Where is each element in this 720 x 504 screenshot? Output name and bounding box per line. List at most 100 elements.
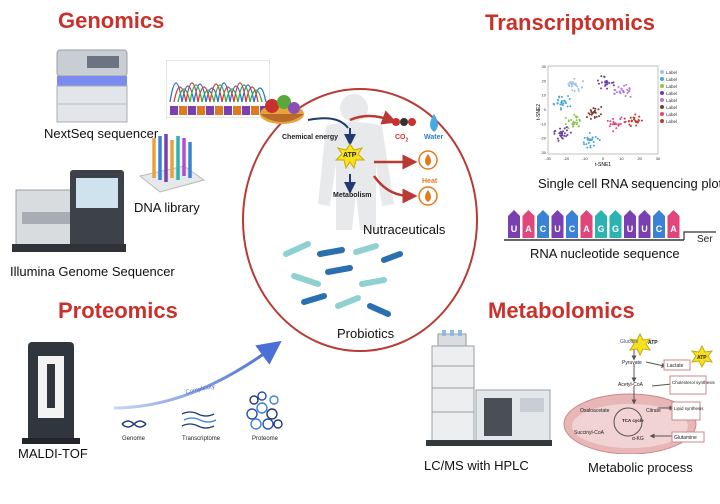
scatter-point	[574, 121, 577, 124]
atp-label: ATP	[697, 355, 707, 361]
scatter-point	[624, 95, 627, 98]
heat-label: Heat	[422, 178, 438, 185]
x-tick-label: -20	[563, 156, 570, 161]
scatter-point	[591, 112, 594, 115]
y-tick-label: -20	[540, 136, 547, 141]
scatter-point	[596, 137, 599, 140]
scatter-point	[570, 83, 573, 86]
scatter-point	[570, 85, 573, 88]
rna-letter: G	[597, 224, 604, 234]
scatter-point	[589, 144, 592, 147]
scatter-point	[564, 101, 567, 104]
water-label: Water	[424, 134, 444, 141]
rna-nucleotide	[624, 210, 636, 238]
heading-transcriptomics: Transcriptomics	[485, 10, 655, 35]
scatter-point	[574, 82, 577, 85]
scatter-point	[628, 87, 631, 90]
scatter-point	[560, 95, 563, 98]
scatter-point	[623, 84, 626, 87]
nextseq-label: NextSeq sequencer	[44, 126, 159, 141]
scatter-point	[565, 129, 568, 132]
legend-marker	[660, 119, 664, 123]
legend-marker	[660, 70, 664, 74]
scatter-point	[552, 102, 555, 105]
scatter-point	[587, 141, 590, 144]
cholesterol-label: Cholesterol synthesis	[672, 380, 716, 385]
scatter-point	[613, 92, 616, 95]
scatter-point	[612, 84, 615, 87]
heading-genomics: Genomics	[58, 8, 165, 33]
scatter-point	[573, 113, 576, 116]
scatter-point	[589, 117, 592, 120]
scatter-point	[572, 125, 575, 128]
scatter-point	[569, 105, 572, 108]
transcriptome-label: Transcriptome	[182, 436, 221, 442]
glucose-label: Glucose	[620, 339, 639, 345]
scatter-point	[559, 135, 562, 138]
chromatogram-icon	[166, 60, 270, 118]
scatter-point	[600, 106, 603, 109]
scatter-point	[577, 125, 580, 128]
atp-label: ATP	[343, 152, 357, 159]
genome-label: Genome	[122, 436, 146, 442]
scatter-point	[562, 102, 565, 105]
scatter-point	[565, 126, 568, 129]
rna-nucleotide	[638, 210, 651, 238]
lipid-label: Lipid synthesis	[674, 406, 704, 411]
scatter-point	[563, 132, 566, 135]
x-tick-label: 20	[637, 156, 642, 161]
legend-label: Label	[666, 105, 677, 110]
scatter-point	[575, 116, 578, 119]
glutamine-label: Glutamine	[674, 435, 697, 441]
scatter-point	[618, 90, 621, 93]
scatter-point	[571, 81, 574, 84]
rna-letter: U	[641, 224, 648, 234]
scatter-point	[564, 116, 567, 119]
rna-letter: U	[511, 224, 518, 234]
plot-ylabel: t-SNE2	[536, 104, 542, 120]
scatter-point	[638, 115, 641, 118]
scatter-point	[609, 123, 612, 126]
scatter-point	[593, 115, 596, 118]
scatter-point	[636, 121, 639, 124]
scatter-point	[634, 113, 637, 116]
illumina-label: Illumina Genome Sequencer	[10, 264, 175, 279]
heading-proteomics: Proteomics	[58, 298, 178, 323]
x-tick-label: 0	[602, 156, 605, 161]
scatter-point	[608, 82, 611, 85]
scatter-point	[573, 83, 576, 86]
rna-letter: U	[627, 224, 634, 234]
scatter-point	[606, 83, 609, 86]
scatter-point	[632, 116, 635, 119]
scatter-point	[559, 103, 562, 106]
scatter-point	[603, 75, 606, 78]
scatter-point	[563, 127, 566, 130]
scatter-point	[569, 81, 572, 84]
scatter-point	[623, 117, 626, 120]
scatter-point	[597, 82, 600, 85]
scatter-point	[560, 107, 563, 110]
tca-label: TCA cycle	[622, 418, 644, 423]
chemical-energy-label: Chemical energy	[282, 134, 339, 141]
plot-xlabel: t-SNE1	[595, 162, 611, 168]
scatter-point	[557, 139, 560, 142]
scatter-point	[619, 118, 622, 121]
scatter-point	[592, 140, 595, 143]
scatter-point	[581, 86, 584, 89]
scatter-point	[606, 87, 609, 90]
scatter-point	[594, 135, 597, 138]
rna-letter: A	[583, 224, 590, 234]
scatter-point	[573, 90, 576, 93]
scatter-point	[582, 141, 585, 144]
nextseq-sequencer-icon	[56, 49, 128, 123]
legend-label: Label	[666, 91, 677, 96]
scatter-point	[628, 123, 631, 126]
scatter-point	[559, 127, 562, 130]
scatter-point	[573, 77, 576, 80]
scatter-point	[568, 85, 571, 88]
rna-letter: G	[612, 224, 619, 234]
ser-label: Ser	[697, 234, 713, 245]
scatter-point	[610, 81, 613, 84]
food-bowl-icon	[260, 95, 304, 124]
